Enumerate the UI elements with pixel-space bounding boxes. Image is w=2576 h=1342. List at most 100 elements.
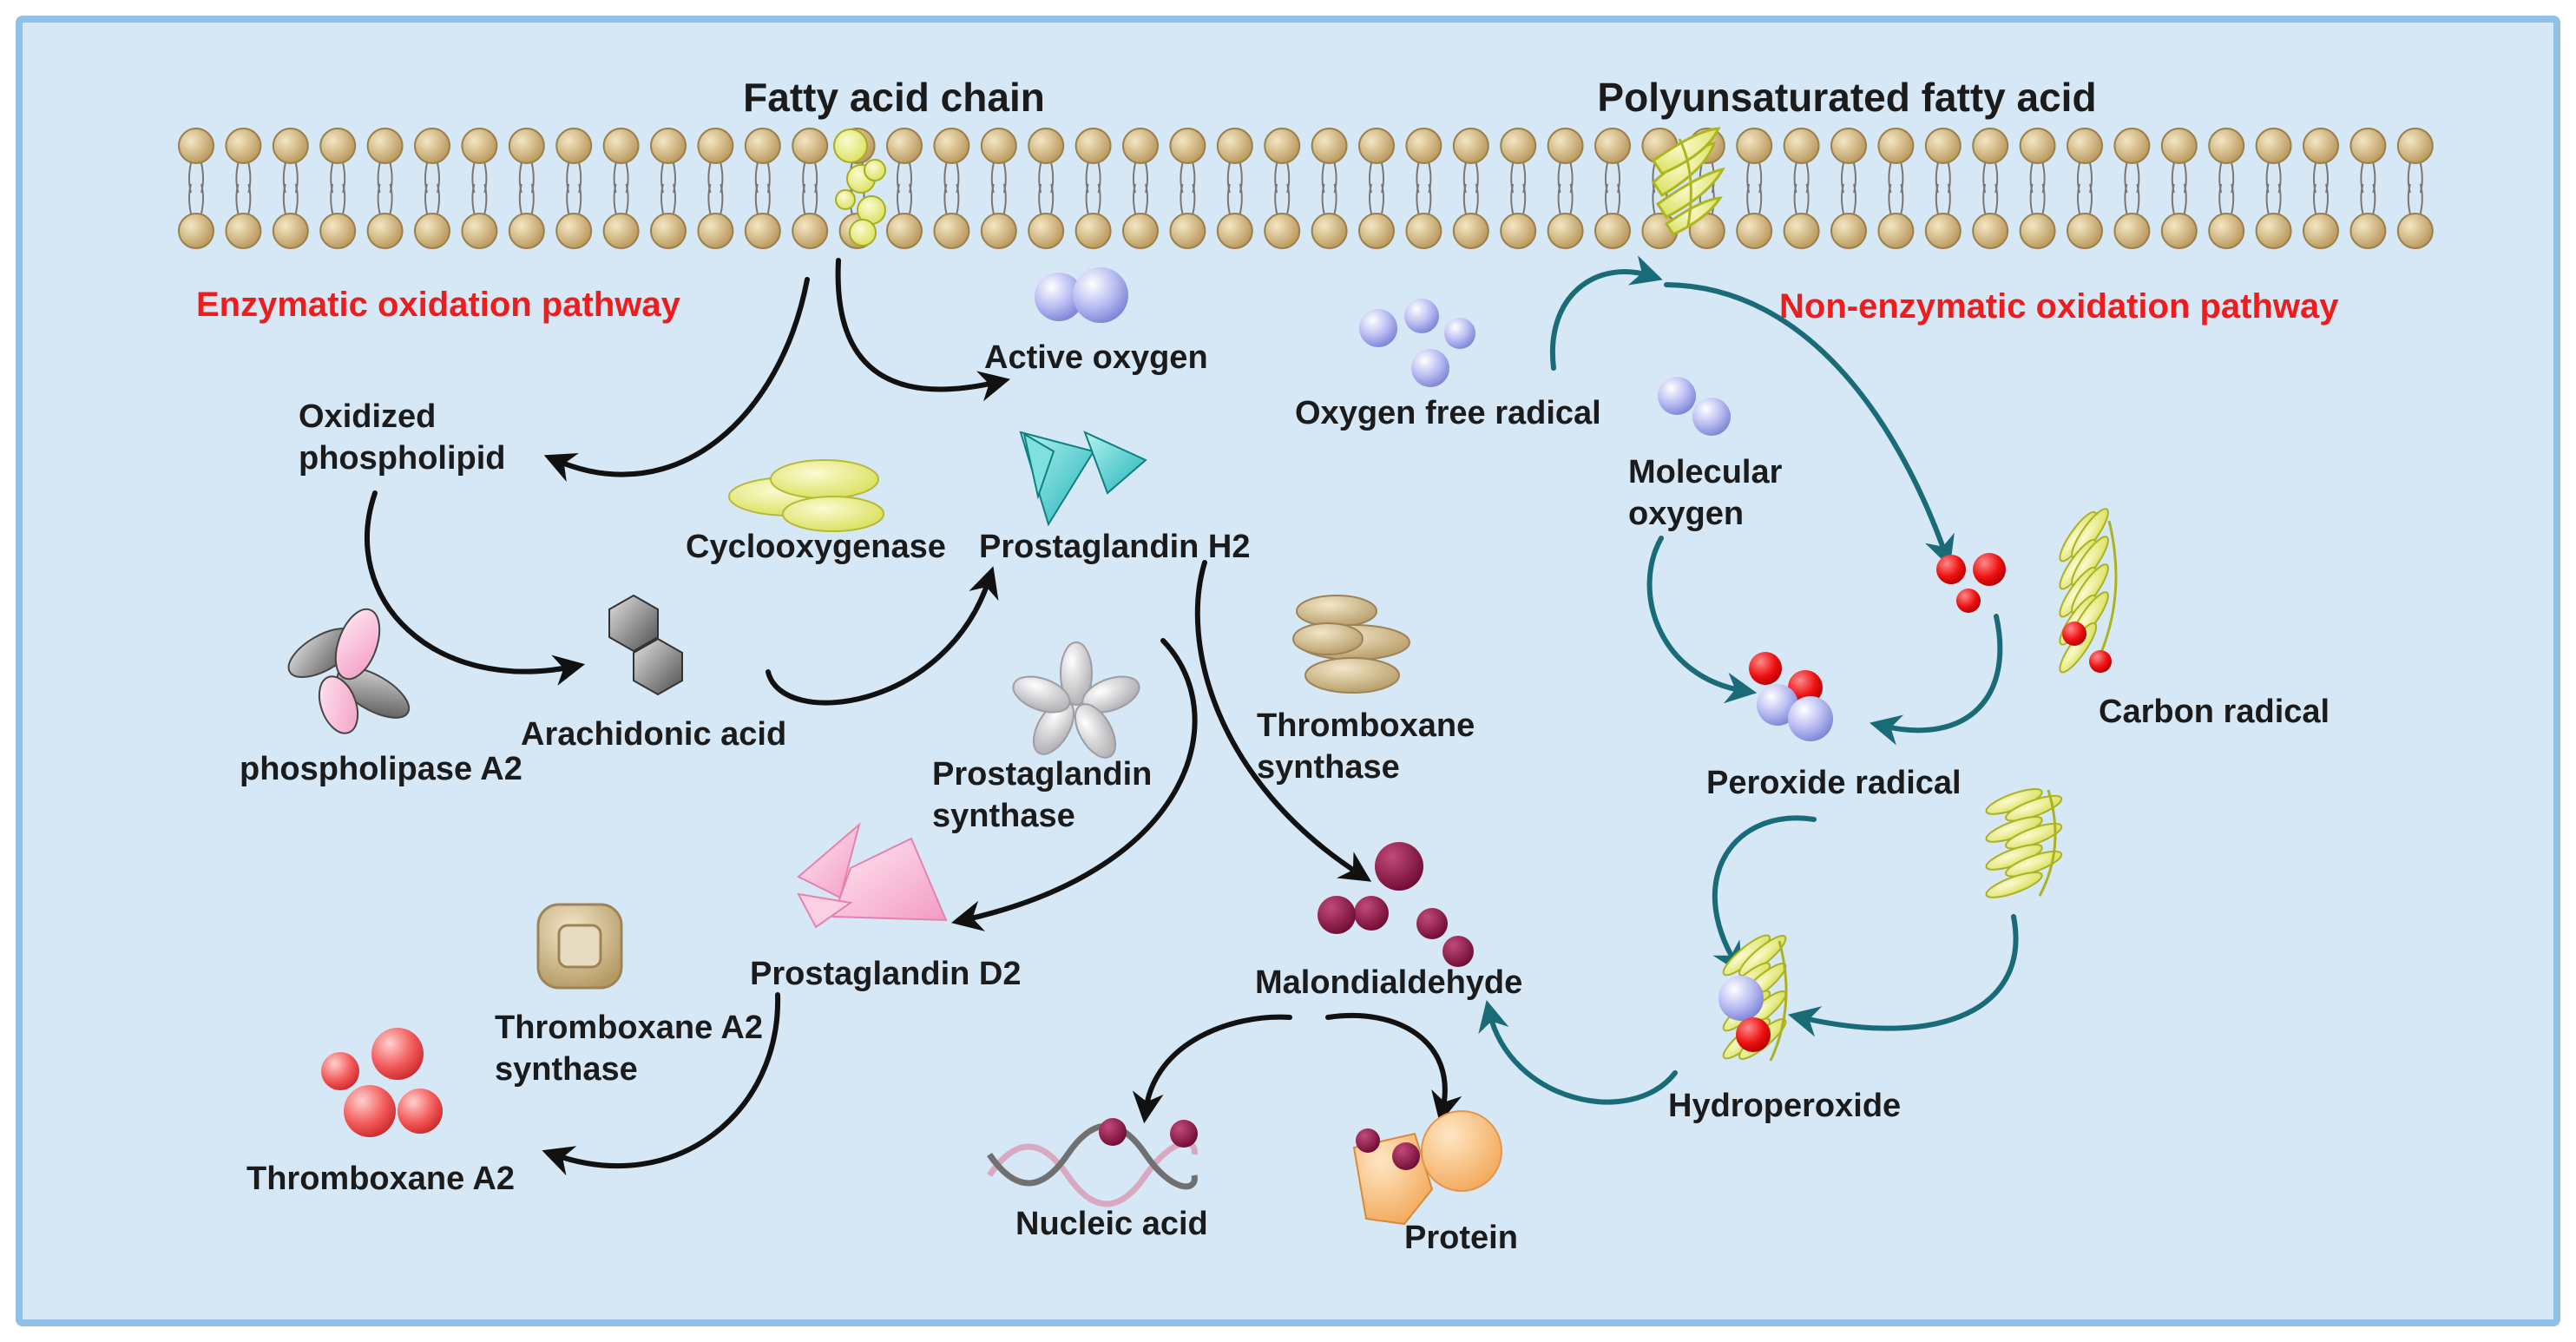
- lipid-head: [1311, 213, 1348, 249]
- lipid-tail: [660, 183, 664, 214]
- lipid-tail: [897, 183, 900, 214]
- lipid-head: [2019, 128, 2056, 164]
- lipid-head: [1122, 128, 1159, 164]
- oxygen-free-radical-icon: [1359, 299, 1475, 387]
- lipid-head: [744, 128, 781, 164]
- lipid-tail: [1274, 183, 1278, 214]
- lipid-head: [792, 213, 829, 249]
- hydroperoxide-icon: [1718, 976, 1771, 1052]
- lipid-tail: [754, 183, 759, 214]
- lipid-tail: [1510, 183, 1515, 214]
- prostaglandin-d2-icon: [797, 822, 948, 929]
- lipid-tail: [1145, 183, 1148, 214]
- lipid-head: [1028, 213, 1065, 249]
- lipid-tail: [2029, 183, 2034, 214]
- prostaglandin-h2-icon: [1019, 431, 1147, 527]
- lipid-tail: [578, 183, 582, 214]
- lipid-head: [744, 213, 781, 249]
- thromboxane-a2-synthase-icon: [536, 903, 623, 990]
- phospholipase-a2-label: phospholipase A2: [240, 751, 522, 787]
- lipid-head: [366, 128, 404, 164]
- lipid-head: [1169, 213, 1206, 249]
- lipid-head: [1877, 128, 1915, 164]
- lipid-head: [1972, 213, 2009, 249]
- lipid-head: [1783, 128, 1820, 164]
- lipid-tail: [1050, 183, 1055, 214]
- lipid-tail: [2171, 183, 2175, 214]
- lipid-head: [1264, 213, 1301, 249]
- lipid-tail: [943, 183, 948, 214]
- lipid-head: [178, 213, 214, 249]
- lipid-head: [225, 213, 262, 249]
- lipid-tail: [1758, 183, 1763, 214]
- lipid-head: [319, 213, 357, 249]
- lipid-tail: [1888, 183, 1892, 214]
- lipid-head: [2208, 128, 2245, 164]
- lipid-head: [2113, 213, 2151, 249]
- lipid-head: [366, 213, 404, 249]
- lipid-head: [980, 213, 1017, 249]
- pufa-title: Polyunsaturated fatty acid: [1597, 75, 2096, 120]
- thromboxane-synthase-label-line1: Thromboxane: [1257, 707, 1475, 744]
- lipid-tail: [2407, 183, 2411, 214]
- lipid-head: [225, 128, 262, 164]
- lipid-segment: [1738, 935, 1787, 977]
- cyclooxygenase-icon: [728, 459, 884, 532]
- lipid-head: [1547, 128, 1584, 164]
- hydroperoxide-label: Hydroperoxide: [1668, 1088, 1901, 1124]
- lipid-head: [2160, 213, 2198, 249]
- lipid-tail: [1746, 183, 1751, 214]
- lipid-head: [1500, 213, 1537, 249]
- enzymatic-pathway-label: Enzymatic oxidation pathway: [196, 286, 681, 324]
- lipid-tail: [1226, 183, 1231, 214]
- molecular-oxygen-icon: [1658, 377, 1731, 436]
- lipid-head: [2067, 213, 2103, 249]
- lipid-head: [319, 128, 357, 164]
- lipid-head: [650, 128, 687, 164]
- molecular-oxygen-label-line1: Molecular: [1628, 454, 1783, 490]
- molecular-oxygen-label-line2: oxygen: [1628, 496, 1744, 532]
- thromboxane-synthase-label-line2: synthase: [1257, 749, 1400, 786]
- lipid-tail: [1841, 183, 1844, 214]
- lipid-tail: [1994, 183, 1999, 214]
- lipid-head: [792, 128, 829, 164]
- lipid-head: [1169, 128, 1206, 164]
- lipid-head: [461, 128, 498, 164]
- oxidized-phospholipid-label-line1: Oxidized: [299, 398, 436, 435]
- lipid-head: [2255, 128, 2292, 164]
- arachidonic-acid-label: Arachidonic acid: [521, 716, 786, 753]
- carbon-radical-dots-icon: [1936, 553, 2006, 613]
- arrow-pufa-to-carbon-radical: [1664, 282, 1955, 568]
- non-enzymatic-pathway-label: Non-enzymatic oxidation pathway: [1779, 287, 2339, 326]
- lipid-head: [178, 128, 214, 164]
- peroxide-radical-icon: [1749, 652, 1833, 741]
- lipid-head: [697, 213, 734, 249]
- lipid-tail: [342, 183, 346, 214]
- arrow-to-active-oxygen: [835, 258, 1011, 402]
- lipid-head: [555, 128, 593, 164]
- lipid-head: [1074, 128, 1112, 164]
- lipid-head: [272, 213, 309, 249]
- arrow-to-malondialdehyde: [1194, 560, 1372, 882]
- lipid-head: [602, 213, 640, 249]
- arrow-oxygen-free-radical-to-pufa: [1549, 255, 1663, 371]
- lipid-tail: [294, 183, 299, 214]
- lipid-tail: [1793, 183, 1797, 214]
- lipid-tail: [1522, 183, 1527, 214]
- lipid-head: [1358, 213, 1395, 249]
- lipid-tail: [909, 183, 912, 214]
- prostaglandin-synthase-label-line2: synthase: [932, 798, 1075, 834]
- lipid-head: [2303, 213, 2339, 249]
- non-enzymatic-arrows: [1478, 255, 2019, 1105]
- diagram-panel: [16, 16, 2560, 1326]
- thromboxane-a2-label: Thromboxane A2: [246, 1161, 515, 1197]
- lipid-head: [886, 213, 923, 249]
- lipid-tail: [707, 183, 712, 214]
- lipid-tail: [1085, 183, 1089, 214]
- lipid-head: [1405, 213, 1442, 249]
- lipid-head: [650, 213, 687, 249]
- lipid-head: [1877, 213, 1915, 249]
- lipid-segment: [2005, 850, 2063, 878]
- lipid-tail: [2313, 183, 2316, 214]
